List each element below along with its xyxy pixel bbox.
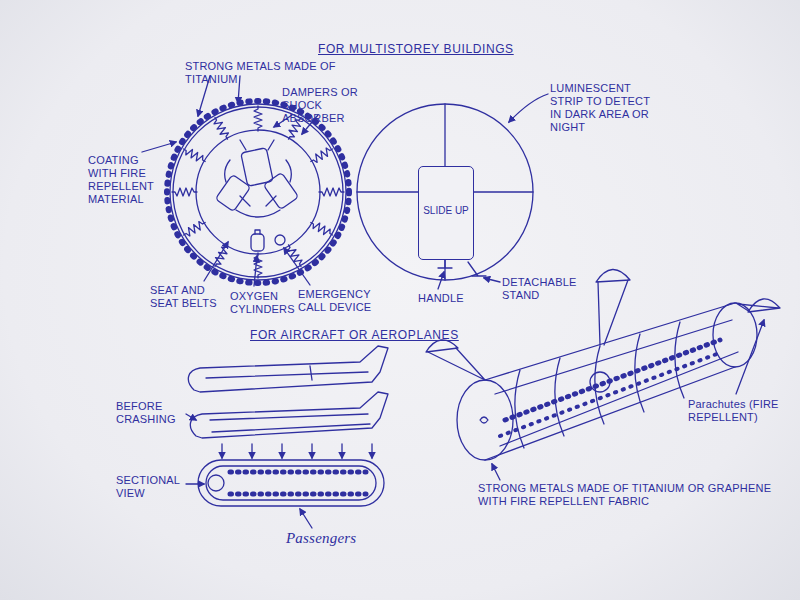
part-label: DAMPERS OR SHOCK ABSORBER	[282, 86, 364, 125]
part-label: HANDLE	[418, 292, 478, 305]
leader-lines	[142, 76, 764, 528]
parachute-capsule	[426, 269, 780, 460]
part-label: SEAT AND SEAT BELTS	[150, 284, 224, 310]
door-panel: SLIDE UP	[418, 166, 474, 260]
title-heading: FOR MULTISTOREY BUILDINGS	[318, 42, 514, 57]
part-label: STRONG METALS MADE OF TITANIUM OR GRAPHE…	[478, 482, 788, 508]
part-label: COATING WITH FIRE REPELLENT MATERIAL	[88, 154, 158, 206]
door-text: SLIDE UP	[421, 205, 471, 217]
part-label: EMERGENCY CALL DEVICE	[298, 288, 378, 314]
section-heading: FOR AIRCRAFT OR AEROPLANES	[250, 328, 459, 343]
aircraft-sketch	[188, 346, 388, 506]
capsule-section	[167, 101, 349, 283]
part-label: Parachutes (FIRE REPELLENT)	[688, 398, 794, 424]
note-label: SECTIONAL VIEW	[116, 474, 184, 500]
part-label: LUMINESCENT STRIP TO DETECT IN DARK AREA…	[550, 82, 650, 134]
note-label: BEFORE CRASHING	[116, 400, 184, 426]
passengers-label: Passengers	[286, 530, 396, 547]
part-label: STRONG METALS MADE OF TITANIUM	[185, 60, 365, 86]
part-label: DETACHABLE STAND	[502, 276, 574, 302]
part-label: OXYGEN CYLINDERS	[230, 290, 288, 316]
capsule-exterior	[357, 104, 533, 280]
